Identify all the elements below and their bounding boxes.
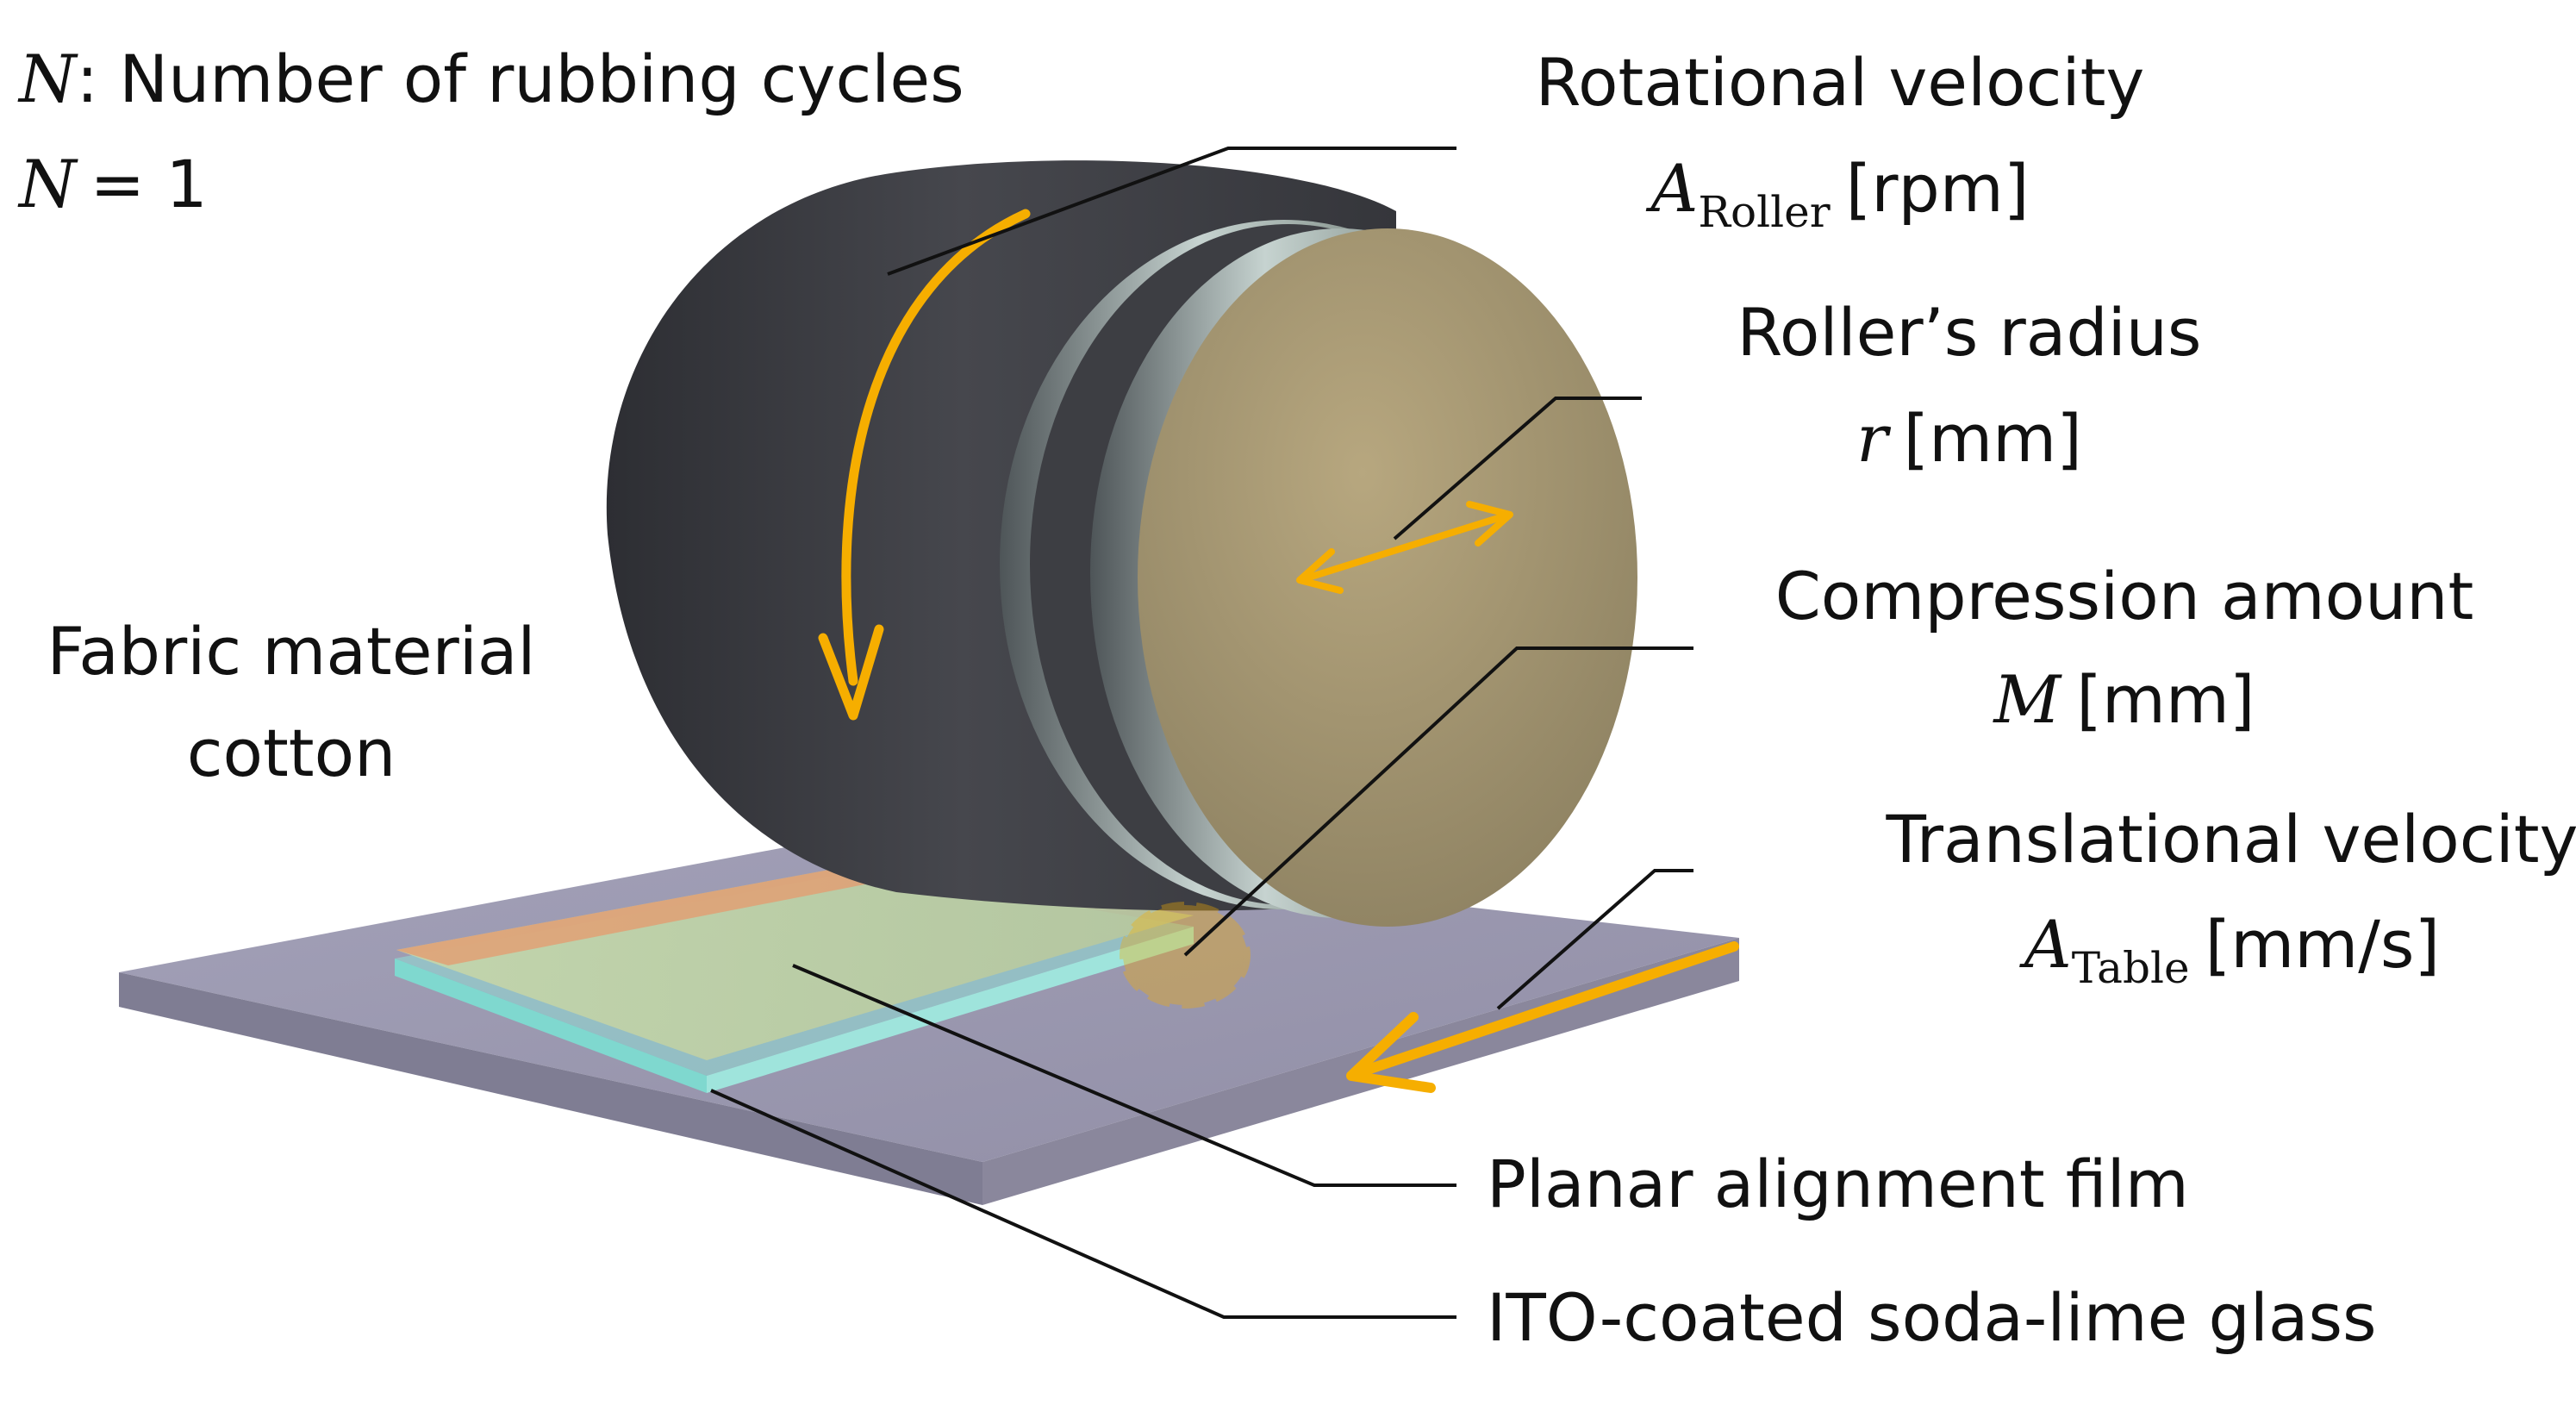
table-front-side	[119, 972, 982, 1205]
film-label: Planar alignment film	[1487, 1146, 2189, 1222]
fabric-title: Fabric material	[47, 613, 535, 690]
translation-arrow-icon	[1346, 941, 1739, 1093]
compression-title: Compression amount	[1775, 558, 2474, 634]
roller-radius-symbol: r[mm]	[1856, 400, 2082, 477]
fabric-value: cotton	[187, 715, 396, 791]
glass-front-edge	[395, 959, 707, 1093]
leader-compression	[1183, 646, 1693, 957]
translational-velocity-title: Translational velocity	[1886, 801, 2576, 878]
radius-double-arrow-icon	[1296, 501, 1513, 594]
film-back-edge	[396, 864, 918, 965]
film-top	[396, 864, 1194, 1060]
rubbing-cycles-value: N= 1	[17, 146, 208, 222]
roller-face	[1138, 228, 1637, 927]
glass-label: ITO-coated soda-lime glass	[1487, 1279, 2377, 1356]
alignment-film	[396, 864, 1194, 1060]
labels: N: Number of rubbing cycles N= 1 Rotatio…	[17, 41, 2576, 1356]
rubbing-cycles-label: N: Number of rubbing cycles	[17, 41, 964, 117]
rotation-arrow-icon	[818, 209, 1031, 721]
leader-lines	[710, 147, 1693, 1319]
glass-right-edge	[707, 927, 1194, 1093]
leader-roller-radius	[1393, 397, 1642, 540]
roller-radius-title: Roller’s radius	[1737, 294, 2202, 371]
roller	[606, 160, 1637, 927]
leader-glass	[710, 1089, 1456, 1319]
leader-translational-velocity	[1496, 869, 1693, 1010]
translational-velocity-symbol: ATable[mm/s]	[2019, 906, 2440, 993]
rotational-velocity-symbol: ARoller[rpm]	[1646, 150, 2030, 237]
leader-film	[792, 964, 1456, 1187]
leader-rotational-velocity	[887, 147, 1456, 276]
compression-symbol: M[mm]	[1992, 661, 2255, 738]
rotational-velocity-title: Rotational velocity	[1536, 44, 2145, 121]
